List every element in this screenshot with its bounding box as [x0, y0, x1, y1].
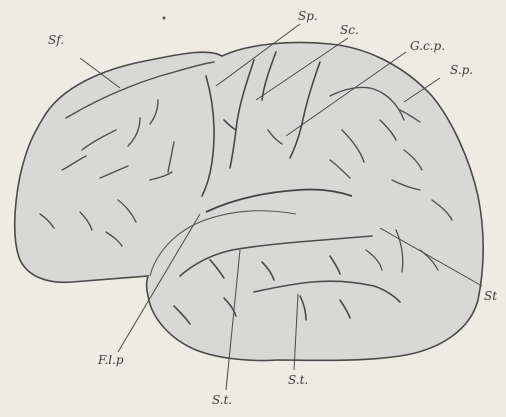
stray-mark: [163, 17, 166, 20]
label-sc: Sc.: [340, 23, 359, 37]
label-gcp: G.c.p.: [410, 39, 445, 53]
label-sp-right: S.p.: [450, 63, 473, 77]
label-st-bottom-left: S.t.: [212, 393, 232, 407]
label-flp: F.l.p: [97, 353, 124, 367]
brain-outline: [15, 43, 484, 361]
label-st-right: St: [484, 289, 497, 303]
label-sp-top: Sp.: [298, 9, 318, 23]
label-st-bottom-right: S.t.: [288, 373, 308, 387]
label-sf: Sf.: [48, 33, 64, 47]
